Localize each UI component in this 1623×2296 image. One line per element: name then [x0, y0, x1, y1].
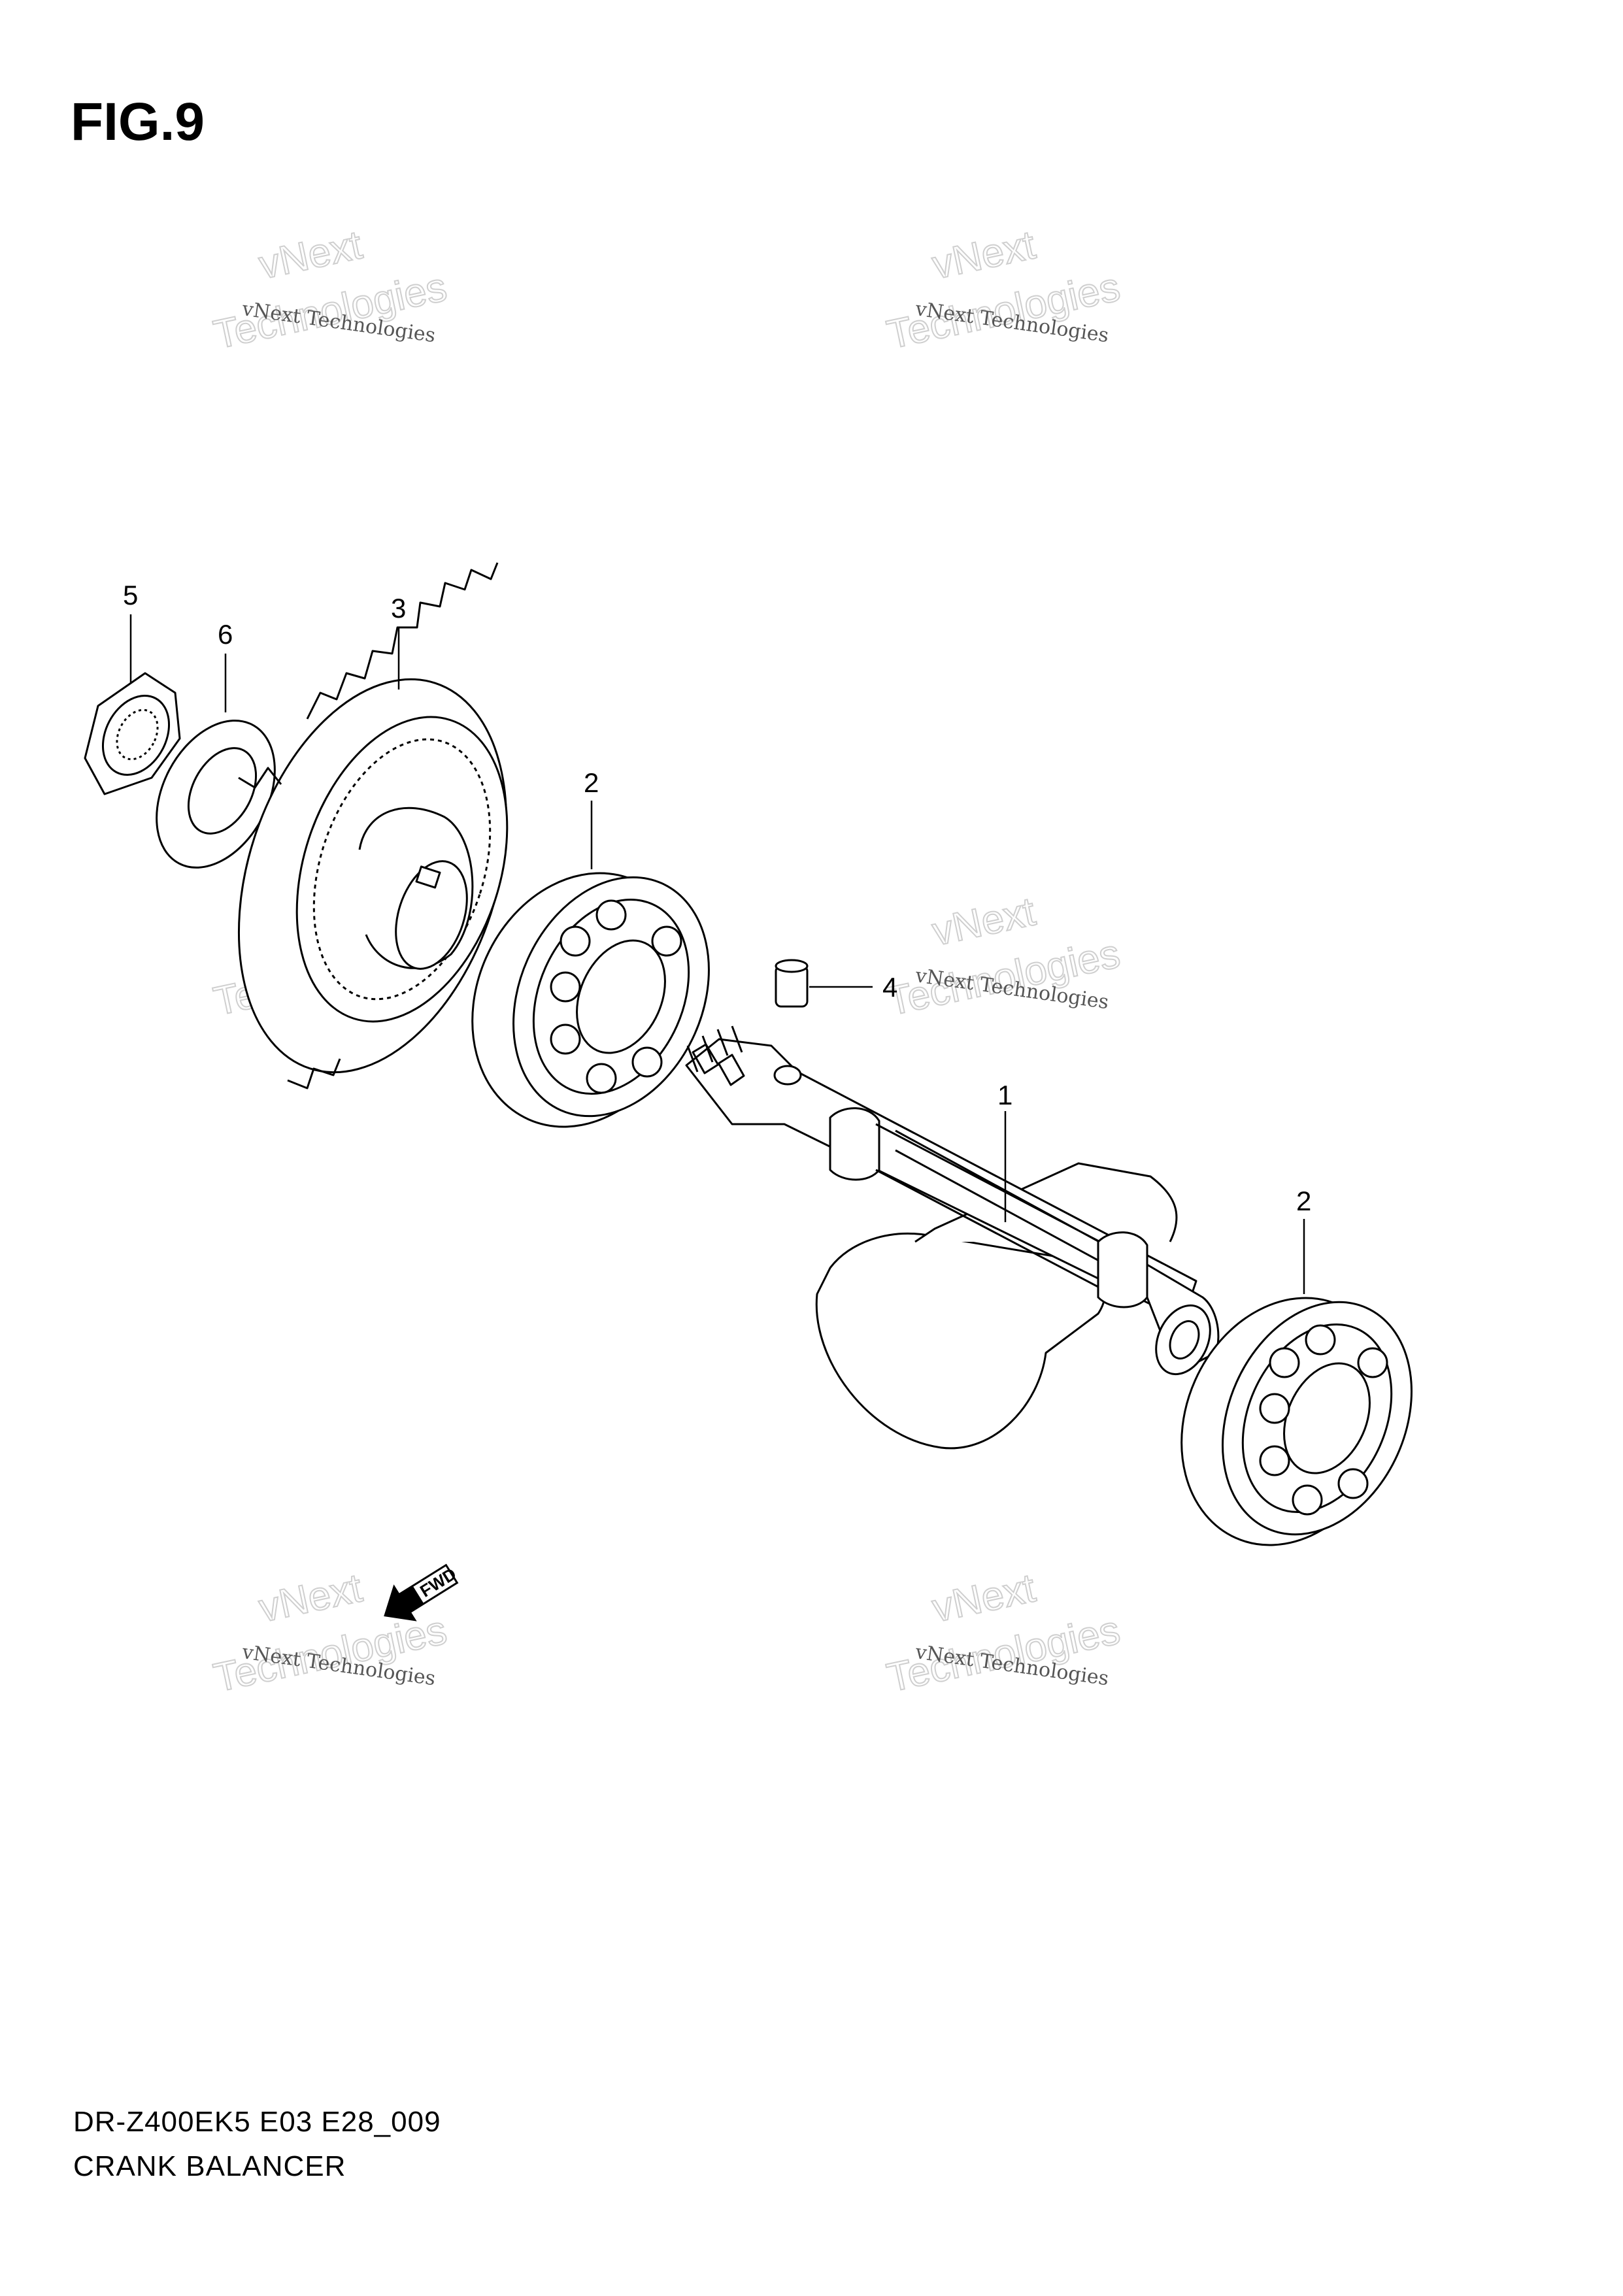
callout-4: 4 [882, 972, 897, 1003]
watermark-big-1: vNext [255, 1565, 365, 1631]
callout-6: 6 [218, 619, 233, 650]
model-code: DR-Z400EK5 E03 E28_009 [73, 2106, 441, 2138]
watermark: vNext Technologies vNext Technologies [882, 888, 1124, 1025]
leader-lines [129, 614, 1305, 1294]
section-name: CRANK BALANCER [73, 2150, 346, 2182]
part-5-nut [84, 672, 181, 795]
callout-2-left: 2 [584, 767, 599, 798]
part-2-bearing-left [471, 872, 710, 1128]
watermark-big-1: vNext [255, 222, 365, 288]
part-4-pin [775, 959, 809, 1008]
watermark-big-1: vNext [928, 889, 1039, 954]
watermark: vNext Technologies vNext Technologies [882, 222, 1124, 358]
figure-title: FIG.9 [71, 92, 205, 152]
callout-3: 3 [391, 593, 406, 624]
callout-2-right: 2 [1296, 1186, 1311, 1216]
callout-labels: 5 6 3 2 4 1 2 [123, 580, 1311, 1216]
part-1-balancer-shaft [685, 1025, 1220, 1450]
part-2-bearing-right [1180, 1297, 1413, 1546]
part-6-washer [156, 720, 276, 869]
watermark: vNext Technologies vNext Technologies [209, 222, 451, 358]
callout-1: 1 [997, 1080, 1012, 1110]
part-3-gear [237, 562, 509, 1090]
callout-5: 5 [123, 580, 138, 610]
watermark: vNext Technologies vNext Technologies [882, 1565, 1124, 1701]
watermark-big-1: vNext [928, 1565, 1039, 1631]
watermark-big-1: vNext [928, 222, 1039, 288]
